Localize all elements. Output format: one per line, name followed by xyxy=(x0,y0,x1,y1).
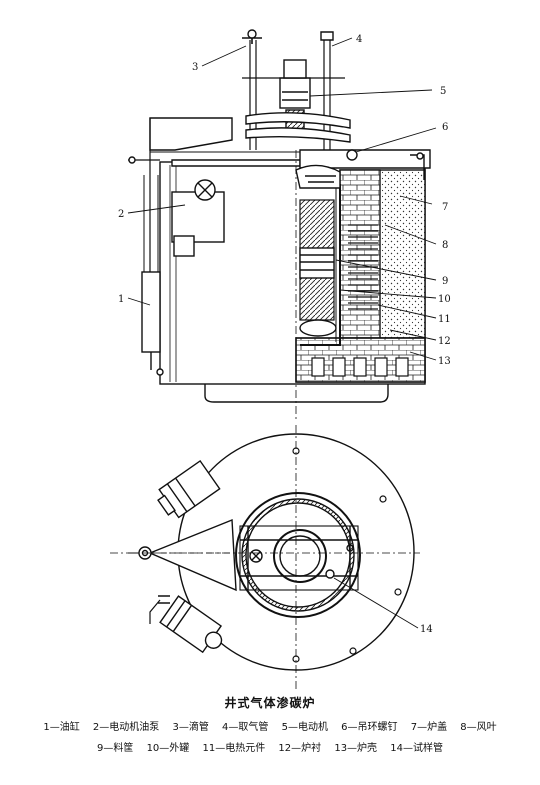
legend-item: 4—取气管 xyxy=(222,722,269,733)
callout-6: 6 xyxy=(442,122,448,133)
legend-item: 1—油缸 xyxy=(43,722,80,733)
legend-item: 8—风叶 xyxy=(460,722,497,733)
front-view xyxy=(128,29,431,420)
callout-1: 1 xyxy=(118,294,124,305)
legend-item: 14—试样管 xyxy=(390,743,443,754)
legend-item: 2—电动机油泵 xyxy=(92,722,160,733)
callout-8: 8 xyxy=(442,240,448,251)
callout-5: 5 xyxy=(440,86,446,97)
legend-row-1: 1—油缸 2—电动机油泵 3—滴管 4—取气管 5—电动机 6—吊环螺钉 7—炉… xyxy=(0,718,540,733)
callout-9: 9 xyxy=(442,276,448,287)
top-view xyxy=(110,425,420,690)
front-leaders xyxy=(127,37,437,361)
callout-4: 4 xyxy=(356,34,362,45)
legend-item: 5—电动机 xyxy=(281,722,328,733)
callout-12: 12 xyxy=(438,336,451,347)
legend-item: 13—炉壳 xyxy=(334,743,378,754)
callout-14: 14 xyxy=(420,624,433,635)
legend-item: 7—炉盖 xyxy=(410,722,448,733)
callout-13: 13 xyxy=(438,356,451,367)
legend-item: 3—滴管 xyxy=(172,722,209,733)
callout-3: 3 xyxy=(192,62,198,73)
callout-labels: 1 2 3 4 5 6 7 8 9 10 11 12 13 14 xyxy=(118,34,451,635)
callout-11: 11 xyxy=(438,314,451,325)
callout-2: 2 xyxy=(118,209,124,220)
callout-7: 7 xyxy=(442,202,448,213)
legend-item: 6—吊环螺钉 xyxy=(341,722,398,733)
legend-item: 12—炉衬 xyxy=(278,743,322,754)
legend-item: 11—电热元件 xyxy=(202,743,266,754)
legend-row-2: 9—料筐 10—外罐 11—电热元件 12—炉衬 13—炉壳 14—试样管 xyxy=(0,739,540,754)
legend-item: 9—料筐 xyxy=(97,743,134,754)
callout-10: 10 xyxy=(438,294,451,305)
figure-title: 井式气体渗碳炉 xyxy=(224,696,316,710)
legend-item: 10—外罐 xyxy=(146,743,190,754)
